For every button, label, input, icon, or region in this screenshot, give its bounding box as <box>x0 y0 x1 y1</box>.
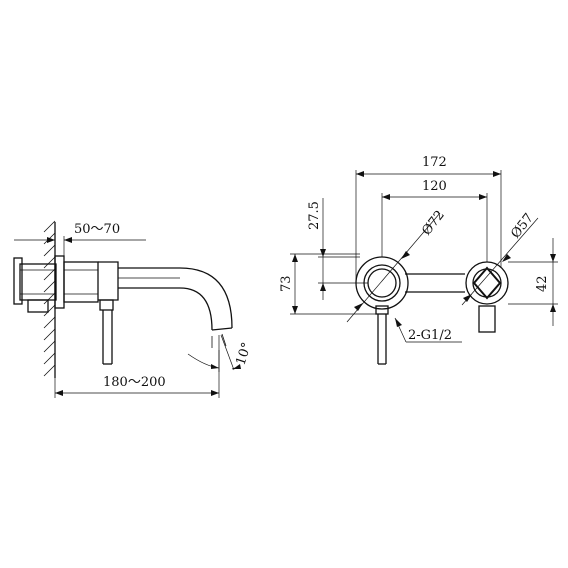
dim-height: 73 <box>279 253 376 315</box>
connection-label: 2-G1/2 <box>408 328 452 343</box>
dim-spout-reach-label: 180～200 <box>103 375 166 390</box>
concealed-valve-body <box>13 257 57 313</box>
dim-spout-reach: 180～200 <box>54 350 220 398</box>
dim-right-height: 42 <box>508 238 558 326</box>
dim-center-distance-label: 120 <box>422 179 447 194</box>
leader-diameter-small: Ø57 <box>461 211 539 306</box>
dim-offset: 27.5 <box>307 198 368 300</box>
front-view: 172 120 27.5 73 <box>279 155 558 365</box>
right-escutcheon <box>465 261 509 333</box>
dim-angle-label: 10° <box>234 341 255 368</box>
dim-wall-depth-label: 50～70 <box>74 222 120 237</box>
left-escutcheon <box>355 256 409 365</box>
handle-lever <box>99 299 114 365</box>
dim-center-distance: 120 <box>381 179 488 262</box>
dim-wall-depth: 50～70 <box>14 222 146 256</box>
dim-overall-width: 172 <box>355 155 502 283</box>
connecting-pipe <box>405 273 465 293</box>
leader-diameter-large: Ø72 <box>346 208 448 323</box>
dim-height-label: 73 <box>279 275 294 292</box>
handle-body <box>63 261 119 303</box>
dim-right-height-label: 42 <box>535 275 550 292</box>
leader-connection: 2-G1/2 <box>394 317 462 343</box>
dim-diameter-small-label: Ø57 <box>508 211 537 242</box>
dim-angle: 10° <box>187 334 255 372</box>
spout <box>118 267 233 348</box>
dim-overall-width-label: 172 <box>422 155 447 170</box>
dim-diameter-large-label: Ø72 <box>419 208 448 239</box>
side-view: 50～70 180～200 10° <box>13 220 255 398</box>
dim-offset-label: 27.5 <box>307 201 322 230</box>
